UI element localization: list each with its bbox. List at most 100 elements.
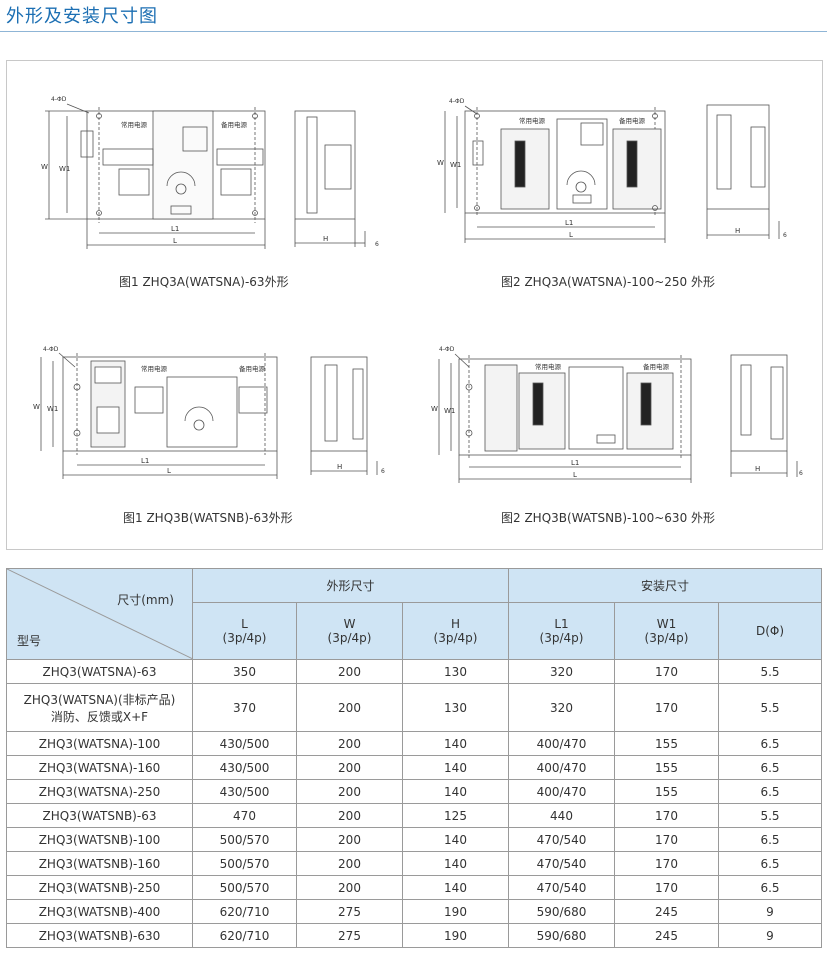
model-name: ZHQ3(WATSNB)-63: [42, 808, 157, 823]
column-header-h: H(3p/4p): [402, 602, 509, 660]
fig3-w1-label: W1: [47, 405, 58, 413]
value-cell-d: 9: [718, 899, 822, 924]
column-header-name: L1: [554, 617, 569, 632]
value-cell-h: 140: [402, 827, 509, 852]
model-note: 消防、反馈或X+F: [50, 709, 149, 724]
value-cell-l1: 400/470: [508, 731, 615, 756]
column-header-name: D(Φ): [755, 624, 785, 639]
fig3-6-label: 6: [381, 468, 385, 475]
value-cell-w1: 170: [614, 851, 719, 876]
value-cell-w1: 170: [614, 803, 719, 828]
fig1-l-label: L: [173, 237, 177, 245]
column-header-unit: (3p/4p): [539, 631, 584, 646]
value-cell-w1: 155: [614, 731, 719, 756]
fig1-side-view: H 6: [294, 110, 379, 248]
fig3-backup-power-label: 备用电源: [239, 364, 266, 373]
dimension-drawings: 常用电源 备用电源 4-ΦD W W1 L1 L H 6: [33, 96, 803, 483]
value-cell-w1: 170: [614, 683, 719, 732]
fig1-w1-label: W1: [59, 165, 70, 173]
column-header-name: H: [450, 617, 461, 632]
value-cell-w1: 170: [614, 875, 719, 900]
value-cell-d: 6.5: [718, 731, 822, 756]
model-cell: ZHQ3(WATSNA)-250: [6, 779, 193, 804]
fig2-hole-label: 4-ΦD: [449, 98, 465, 105]
value-cell-h: 140: [402, 755, 509, 780]
value-cell-h: 140: [402, 731, 509, 756]
fig2-backup-power-label: 备用电源: [619, 116, 646, 125]
value-cell-h: 190: [402, 899, 509, 924]
value-cell-l: 350: [192, 659, 297, 684]
value-cell-l: 430/500: [192, 779, 297, 804]
model-cell: ZHQ3(WATSNA)(非标产品) 消防、反馈或X+F: [6, 683, 193, 732]
value-cell-l: 500/570: [192, 827, 297, 852]
column-header-name: W: [343, 617, 356, 632]
value-cell-l1: 400/470: [508, 755, 615, 780]
fig3-w-label: W: [33, 403, 40, 411]
value-cell-w1: 155: [614, 779, 719, 804]
fig2-h-label: H: [735, 227, 740, 235]
value-cell-d: 9: [718, 923, 822, 948]
fig3-caption: 图1 ZHQ3B(WATSNB)-63外形: [123, 511, 293, 525]
value-cell-d: 6.5: [718, 875, 822, 900]
value-cell-w: 200: [296, 755, 403, 780]
value-cell-l1: 470/540: [508, 851, 615, 876]
fig4-backup-power-label: 备用电源: [643, 362, 670, 371]
value-cell-d: 6.5: [718, 755, 822, 780]
dimension-table: 尺寸(mm) 型号 外形尺寸 安装尺寸 L(3p/4p)W(3p/4p)H(3p…: [6, 567, 822, 948]
fig2-w1-label: W1: [450, 161, 461, 169]
corner-diagonal: [7, 569, 193, 659]
column-header-l1: L1(3p/4p): [508, 602, 615, 660]
value-cell-l1: 440: [508, 803, 615, 828]
value-cell-d: 5.5: [718, 659, 822, 684]
corner-model-label: 型号: [17, 634, 42, 648]
fig1-w-label: W: [41, 163, 48, 171]
value-cell-w: 200: [296, 659, 403, 684]
fig3-l-label: L: [167, 467, 171, 475]
group-outer-dimensions: 外形尺寸: [192, 567, 509, 604]
fig4-caption: 图2 ZHQ3B(WATSNB)-100~630 外形: [501, 511, 716, 525]
value-cell-l: 430/500: [192, 731, 297, 756]
value-cell-d: 5.5: [718, 683, 822, 732]
model-name: ZHQ3(WATSNA)-160: [38, 760, 161, 775]
model-cell: ZHQ3(WATSNB)-250: [6, 875, 193, 900]
value-cell-h: 140: [402, 779, 509, 804]
fig3-side-view: H 6: [310, 356, 385, 475]
value-cell-w1: 245: [614, 899, 719, 924]
value-cell-w: 200: [296, 851, 403, 876]
value-cell-d: 6.5: [718, 827, 822, 852]
value-cell-l1: 590/680: [508, 899, 615, 924]
fig4-l1-label: L1: [571, 459, 579, 467]
value-cell-d: 5.5: [718, 803, 822, 828]
value-cell-w: 200: [296, 875, 403, 900]
model-name: ZHQ3(WATSNB)-160: [38, 856, 161, 871]
fig4-l-label: L: [573, 471, 577, 479]
value-cell-w: 275: [296, 899, 403, 924]
value-cell-w: 200: [296, 827, 403, 852]
column-header-d: D(Φ): [718, 602, 822, 660]
group-install-dimensions: 安装尺寸: [508, 567, 822, 604]
fig4-side-view: H 6: [730, 354, 803, 477]
value-cell-w: 275: [296, 923, 403, 948]
column-header-name: L: [241, 617, 248, 632]
model-name: ZHQ3(WATSNA)(非标产品): [23, 692, 176, 707]
model-name: ZHQ3(WATSNB)-630: [38, 928, 161, 943]
fig2-w-label: W: [437, 159, 444, 167]
fig4-w1-label: W1: [444, 407, 455, 415]
fig2-caption: 图2 ZHQ3A(WATSNA)-100~250 外形: [501, 275, 715, 289]
value-cell-d: 6.5: [718, 779, 822, 804]
value-cell-l1: 470/540: [508, 827, 615, 852]
value-cell-w: 200: [296, 779, 403, 804]
value-cell-l1: 470/540: [508, 875, 615, 900]
value-cell-h: 130: [402, 683, 509, 732]
model-name: ZHQ3(WATSNB)-100: [38, 832, 161, 847]
